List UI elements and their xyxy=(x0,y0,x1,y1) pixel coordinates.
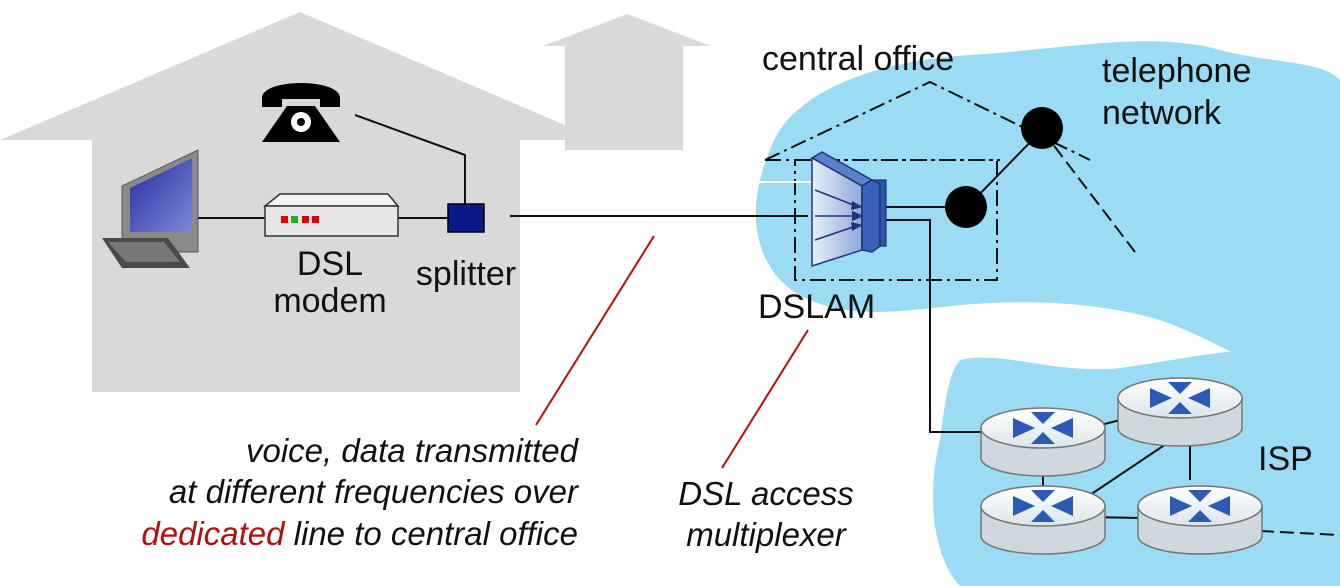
dsl-modem-icon xyxy=(262,193,400,237)
router-icon xyxy=(980,407,1106,477)
dsl-access-multiplexer-label: multiplexer xyxy=(686,516,848,553)
telephone-icon xyxy=(262,83,340,142)
caption-line: voice, data transmitted xyxy=(246,432,580,469)
telephone-network-label: network xyxy=(1102,94,1222,132)
router-icon xyxy=(1117,377,1243,447)
phone-switch-icon xyxy=(945,186,987,228)
telephone-trunk xyxy=(1041,129,1136,253)
dslam-pointer xyxy=(721,329,809,469)
telephone-network-label: telephone xyxy=(1102,52,1251,90)
caption-pointer xyxy=(535,235,655,426)
phone-wire xyxy=(354,114,466,205)
splitter-label: splitter xyxy=(416,255,516,293)
neighbor-line xyxy=(664,150,812,183)
caption-line: at different frequencies over xyxy=(169,473,580,510)
wiring xyxy=(198,114,1136,433)
dslam-label: DSLAM xyxy=(758,288,875,326)
dsl-modem-label: DSL xyxy=(297,245,363,283)
caption-line-rest: line to central office xyxy=(285,515,579,552)
isp-network xyxy=(980,377,1340,555)
central-office-label: central office xyxy=(762,40,954,78)
router-icon xyxy=(1137,485,1263,555)
dedicated-highlight: dedicated xyxy=(141,515,286,552)
isp-label: ISP xyxy=(1258,440,1313,478)
neighbor-building xyxy=(543,14,711,150)
telephone-network-cloud xyxy=(755,41,1340,400)
caption-line: dedicated line to central office xyxy=(141,515,578,552)
dsl-modem-label: modem xyxy=(273,282,386,320)
dslam-icon xyxy=(810,151,887,268)
router-icon xyxy=(980,485,1106,555)
dslam-isp-wire xyxy=(886,219,982,433)
dsl-access-multiplexer-label: DSL access xyxy=(678,475,853,512)
computer-icon xyxy=(102,149,199,268)
phone-switch-icon xyxy=(1021,107,1063,149)
splitter-icon xyxy=(447,203,485,233)
